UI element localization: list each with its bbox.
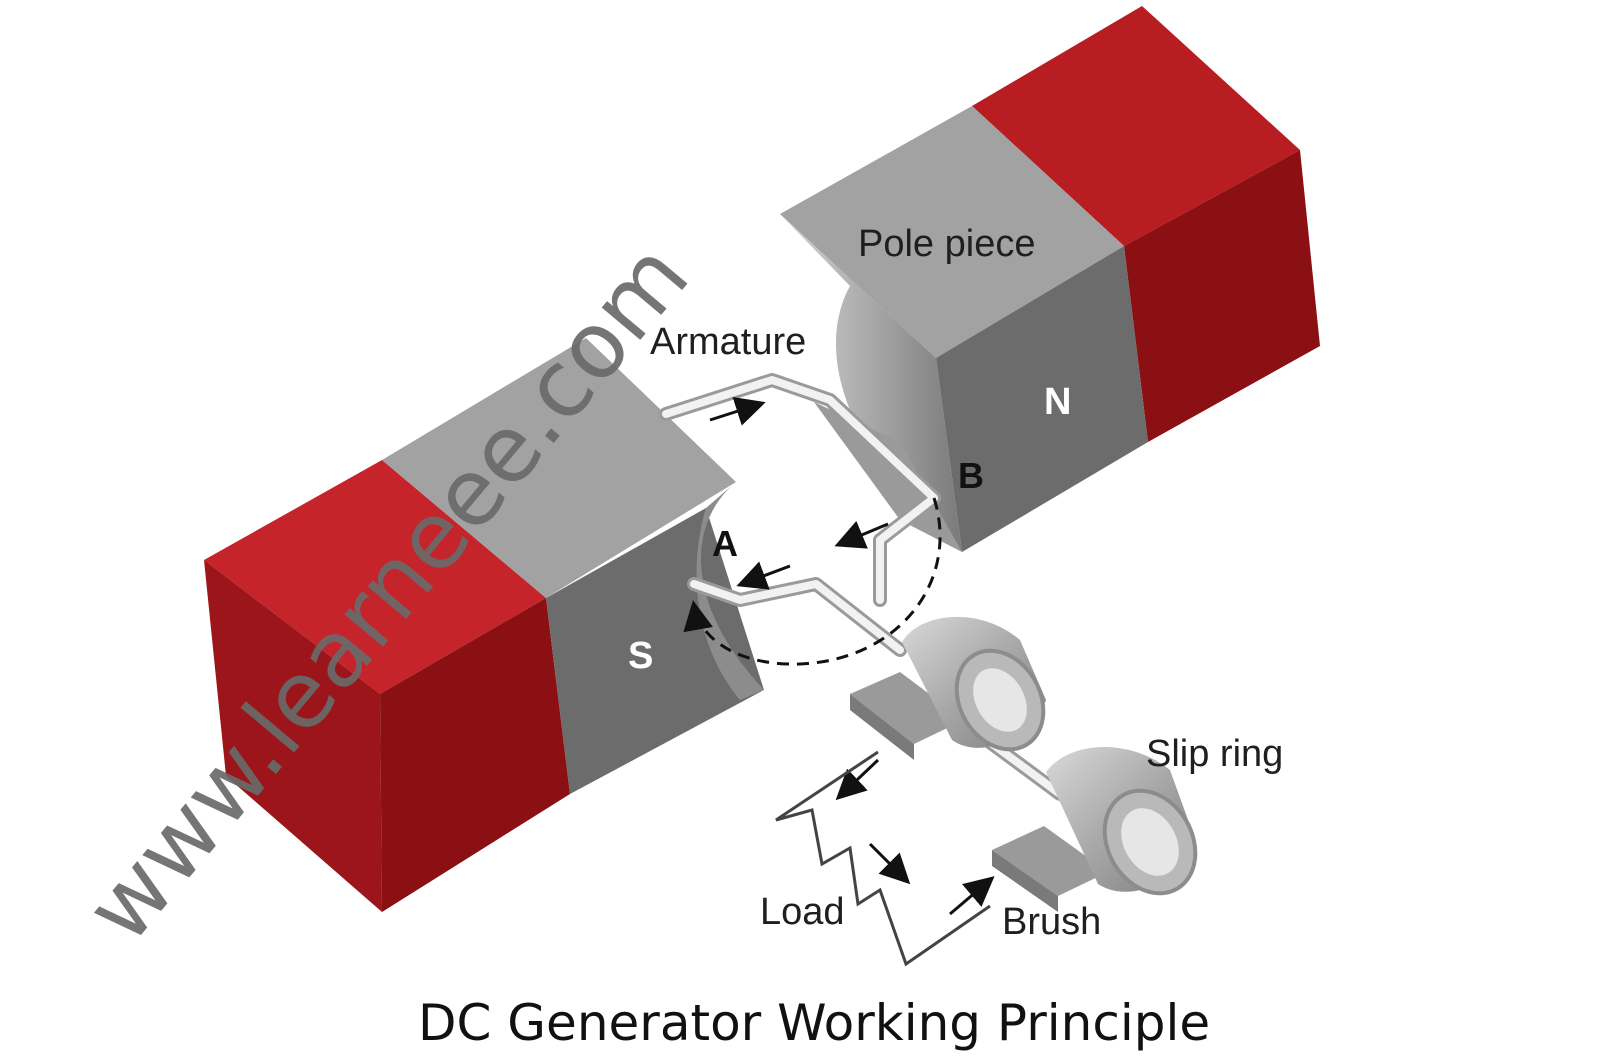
load-resistor <box>775 750 991 967</box>
label-point-b: B <box>958 455 984 496</box>
current-arrow <box>835 758 880 801</box>
north-pole-lower-face <box>814 402 962 552</box>
south-magnet-red-top <box>204 460 546 694</box>
current-arrow <box>834 520 889 549</box>
south-pole-curved-face <box>696 482 764 700</box>
rotation-path <box>683 497 942 666</box>
label-south-pole: S <box>628 635 653 677</box>
label-brush: Brush <box>1002 901 1101 943</box>
brush-back-side <box>992 850 1058 912</box>
current-arrows <box>709 397 995 916</box>
south-magnet <box>204 338 764 912</box>
north-magnet-red-top <box>972 6 1300 246</box>
current-arrow <box>949 876 995 916</box>
north-pole-curved-face <box>780 214 962 552</box>
brush-front-side <box>850 694 914 760</box>
label-pole-piece: Pole piece <box>858 223 1035 265</box>
current-arrow <box>736 561 791 590</box>
north-pole-top <box>780 106 1124 358</box>
label-north-pole: N <box>1044 381 1071 423</box>
label-slip-ring: Slip ring <box>1146 733 1283 775</box>
current-arrow <box>709 397 766 426</box>
north-magnet <box>780 6 1320 552</box>
slip-ring-front <box>850 616 1046 760</box>
south-magnet-red-front <box>204 560 382 912</box>
south-magnet-red-side <box>380 598 570 912</box>
label-point-a: A <box>712 523 738 564</box>
south-pole-top <box>382 338 736 598</box>
north-pole-side <box>936 246 1148 552</box>
brush-front <box>850 672 964 744</box>
south-pole-side <box>546 508 764 794</box>
slip-ring-back <box>992 746 1198 912</box>
label-load: Load <box>760 891 845 933</box>
north-magnet-red-side <box>1124 150 1320 442</box>
brush-back <box>992 826 1108 896</box>
label-armature: Armature <box>650 321 806 363</box>
figure-caption: DC Generator Working Principle <box>418 994 1210 1052</box>
current-arrow <box>868 842 911 885</box>
